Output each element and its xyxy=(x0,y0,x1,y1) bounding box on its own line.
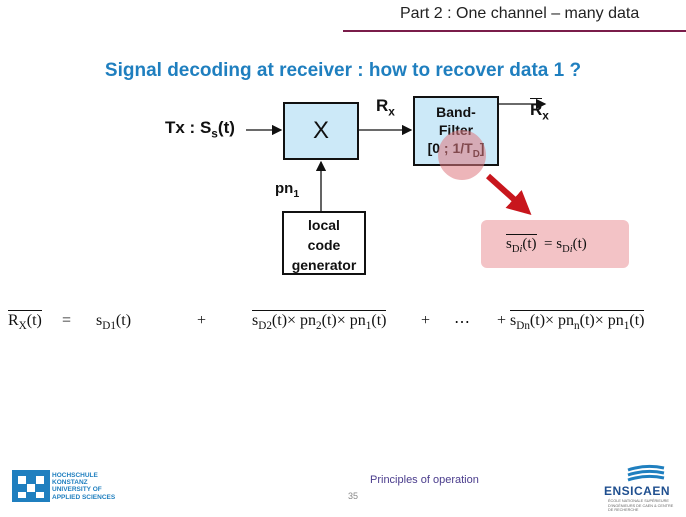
equation-equals: = xyxy=(62,312,72,329)
equation-term2: sD2(t)× pn2(t)× pn1(t) xyxy=(252,310,387,333)
ensicaen-wordmark: ENSICAEN xyxy=(604,484,671,498)
tx-label: Tx : Ss(t) xyxy=(165,118,235,141)
filter-output-highlight xyxy=(438,130,486,180)
result-note-equation: sDi(t) = sDi(t) xyxy=(506,234,587,255)
codegen-line2: code xyxy=(307,237,341,253)
hochschule-konstanz-wordmark: HOCHSCHULE KONSTANZ UNIVERSITY OF APPLIE… xyxy=(52,472,116,501)
pn1-label: pn1 xyxy=(275,180,300,200)
header-title: Part 2 : One channel – many data xyxy=(400,5,640,22)
equation-lhs: RX(t) xyxy=(8,310,42,333)
equation-plus1: + xyxy=(197,312,207,329)
rx-input-label: Rx xyxy=(376,96,395,119)
multiplier-block: X xyxy=(283,102,359,160)
ensicaen-tagline: ÉCOLE NATIONALE SUPÉRIEURE D'INGÉNIEURS … xyxy=(608,499,674,513)
slide-title: Signal decoding at receiver : how to rec… xyxy=(104,60,582,81)
equation-term3: sDn(t)× pnn(t)× pn1(t) xyxy=(510,310,645,333)
ensicaen-logo-icon xyxy=(627,464,665,482)
codegen-line3: generator xyxy=(291,257,357,273)
rx-output-label: Rx xyxy=(530,98,549,123)
page-number: 35 xyxy=(348,491,359,501)
local-code-generator-block: local code generator xyxy=(282,211,366,275)
result-note-box xyxy=(481,220,629,268)
footer-section-title: Principles of operation xyxy=(370,474,479,486)
equation-plus2: + xyxy=(421,312,431,329)
equation-ellipsis: ⋯ xyxy=(454,314,470,331)
equation-plus3: + xyxy=(497,312,507,329)
hochschule-konstanz-logo-icon xyxy=(12,470,50,502)
equation-term1: sD1(t) xyxy=(96,312,132,333)
filter-label-line1: Band- xyxy=(436,104,476,120)
header-divider xyxy=(343,30,686,32)
codegen-line1: local xyxy=(308,217,340,233)
